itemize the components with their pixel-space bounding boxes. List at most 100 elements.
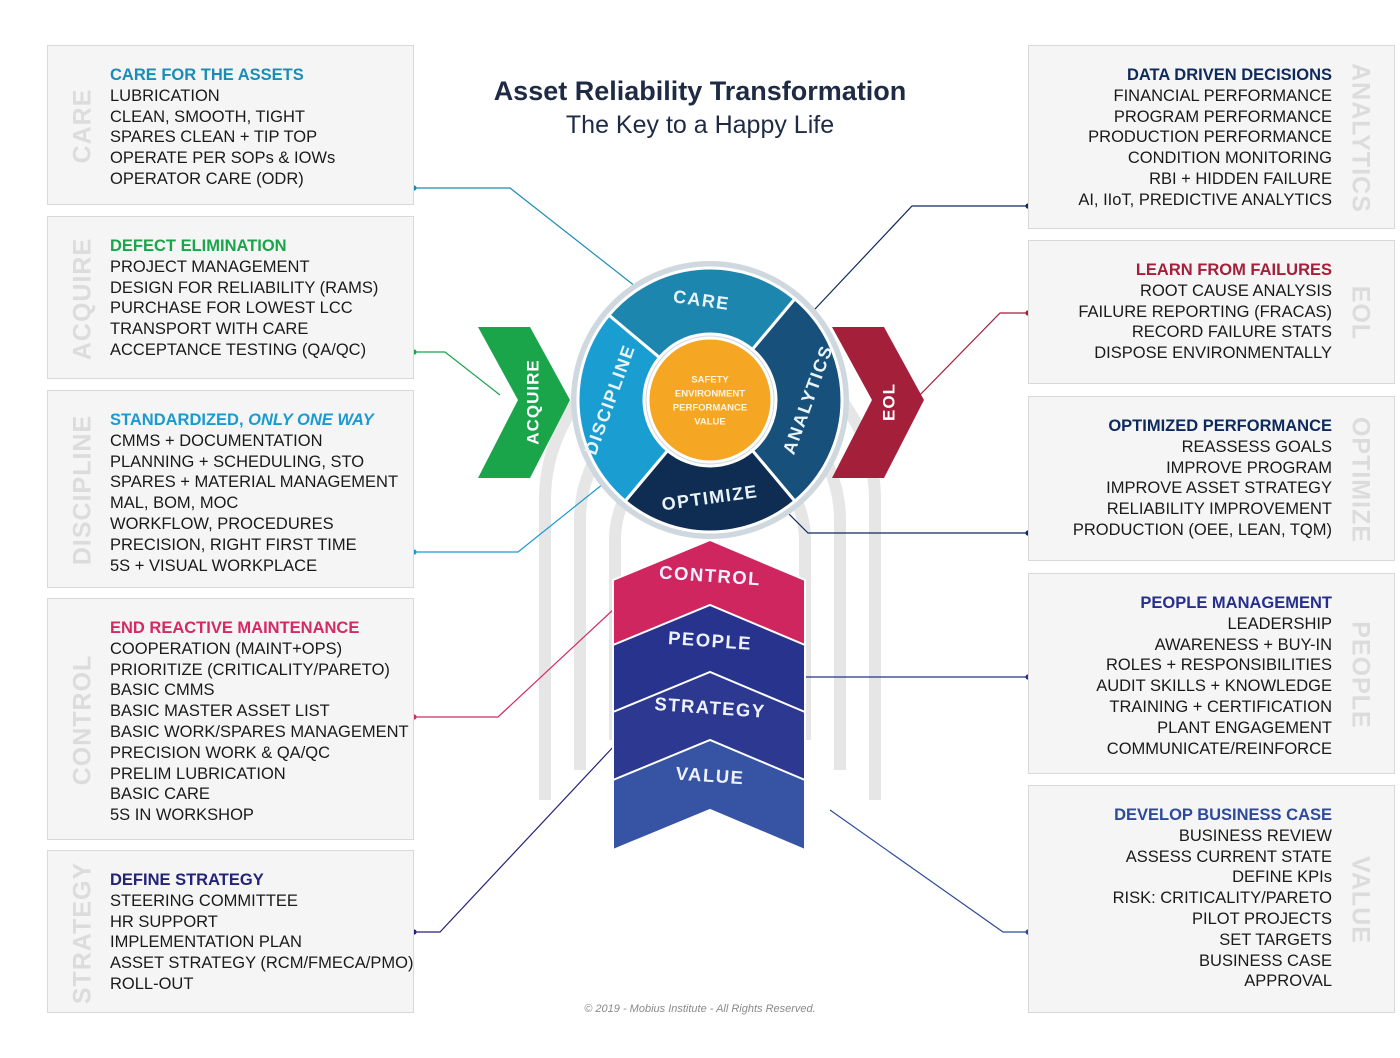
panel-item: STEERING COMMITTEE (110, 891, 298, 910)
panel-item: CONDITION MONITORING (1127, 149, 1332, 168)
panel-item: IMPLEMENTATION PLAN (110, 933, 302, 952)
panel-item: DISPOSE ENVIRONMENTALLY (1094, 344, 1332, 363)
panel-item: OPERATE PER SOPs & IOWs (110, 149, 336, 168)
connector-line (414, 187, 641, 291)
acquire-arrow (478, 327, 570, 478)
panel-heading-text: PEOPLE MANAGEMENT (1140, 594, 1332, 612)
panel-item: CLEAN, SMOOTH, TIGHT (110, 107, 305, 126)
panel-item: AUDIT SKILLS + KNOWLEDGE (1096, 677, 1332, 696)
chevron-value (612, 738, 806, 852)
panel-item: FINANCIAL PERFORMANCE (1113, 86, 1333, 105)
panel-item: COMMUNICATE/REINFORCE (1106, 739, 1332, 758)
connector-line (914, 312, 1028, 401)
panel-heading: CARE FOR THE ASSETS (110, 65, 335, 86)
page-subtitle: The Key to a Happy Life (565, 111, 835, 139)
panel-heading: PEOPLE MANAGEMENT (1096, 593, 1332, 614)
panel-item: SPARES + MATERIAL MANAGEMENT (110, 473, 399, 492)
copyright-notice: © 2019 - Mobius Institute - All Rights R… (584, 1003, 816, 1015)
panel-item: IMPROVE ASSET STRATEGY (1106, 479, 1332, 498)
panel-heading-text: DATA DRIVEN DECISIONS (1126, 66, 1332, 84)
panel-heading-text: DEVELOP BUSINESS CASE (1114, 806, 1332, 824)
panel-item: CMMS + DOCUMENTATION (110, 431, 323, 450)
ring-segment-analytics (750, 296, 844, 504)
center-label: PERFORMANCE (673, 403, 747, 414)
panel-item: BASIC CARE (110, 785, 210, 804)
panel-item: RISK: CRITICALITY/PARETO (1112, 889, 1332, 908)
panel-item: ACCEPTANCE TESTING (QA/QC) (110, 340, 367, 359)
panel-item: OPERATOR CARE (ODR) (110, 169, 304, 188)
connector-line (414, 744, 616, 933)
panel-heading-text: CARE FOR THE ASSETS (110, 66, 304, 84)
panel-side-label: ACQUIRE (68, 237, 97, 360)
connector-line (779, 504, 1028, 534)
panel-item: PROGRAM PERFORMANCE (1113, 107, 1332, 126)
connector-line (414, 607, 616, 718)
panel-item: PURCHASE FOR LOWEST LCC (110, 299, 353, 318)
panel-item: AWARENESS + BUY-IN (1154, 635, 1332, 654)
panel-item: REASSESS GOALS (1181, 437, 1332, 456)
panel-item: TRANSPORT WITH CARE (110, 320, 309, 339)
panel-heading: DEFECT ELIMINATION (110, 236, 378, 257)
panel-item: RBI + HIDDEN FAILURE (1149, 169, 1332, 188)
ring-segment-care (606, 266, 797, 360)
panel-heading: OPTIMIZED PERFORMANCE (1073, 416, 1332, 437)
panel-item: RECORD FAILURE STATS (1131, 323, 1332, 342)
panel-item: PLANNING + SCHEDULING, STO (110, 452, 365, 471)
panel-item: AI, IIoT, PREDICTIVE ANALYTICS (1078, 190, 1332, 209)
panel-item: BASIC MASTER ASSET LIST (110, 702, 330, 721)
panel-item: PRECISION WORK & QA/QC (110, 743, 331, 762)
panel-side-label: OPTIMIZE (1346, 416, 1375, 543)
panel-item: MAL, BOM, MOC (110, 494, 239, 513)
connector-line (829, 809, 1028, 933)
panel-heading: LEARN FROM FAILURES (1078, 260, 1332, 281)
panel-item: FAILURE REPORTING (FRACAS) (1078, 302, 1332, 321)
panel-side-label: STRATEGY (68, 861, 97, 1004)
panel-item: LUBRICATION (110, 86, 220, 105)
connector-line (414, 479, 609, 553)
panel-heading-text: STANDARDIZED, (110, 411, 244, 429)
panel-side-label: CARE (68, 88, 97, 164)
panel-item: SET TARGETS (1219, 930, 1332, 949)
panel-item: WORKFLOW, PROCEDURES (110, 514, 334, 533)
panel-item: TRAINING + CERTIFICATION (1109, 697, 1332, 716)
panel-heading: DEVELOP BUSINESS CASE (1113, 805, 1332, 826)
panel-item: BASIC WORK/SPARES MANAGEMENT (110, 722, 409, 741)
panel-item: ASSET STRATEGY (RCM/FMECA/PMO) (110, 954, 414, 973)
panel-side-label: CONTROL (68, 654, 97, 786)
panel-side-label: VALUE (1346, 856, 1375, 944)
eol-arrow-label: EOL (879, 383, 898, 421)
panel-item: HR SUPPORT (110, 912, 218, 931)
panel-item: 5S IN WORKSHOP (110, 806, 254, 825)
panel-item: PRIORITIZE (CRITICALITY/PARETO) (110, 660, 390, 679)
panel-heading-text: END REACTIVE MAINTENANCE (110, 619, 360, 637)
eol-arrow (832, 327, 924, 478)
connector-line (414, 351, 501, 396)
panel-item: DESIGN FOR RELIABILITY (RAMS) (110, 278, 379, 297)
center-circle (646, 336, 774, 464)
center-label: ENVIRONMENT (675, 389, 745, 400)
panel-heading: STANDARDIZED, ONLY ONE WAY (110, 410, 398, 431)
panel-side-label: EOL (1346, 285, 1375, 341)
panel-item: PROJECT MANAGEMENT (110, 257, 310, 276)
panel-item: 5S + VISUAL WORKPLACE (110, 556, 318, 575)
panel-side-label: DISCIPLINE (68, 414, 97, 566)
panel-strategy: STRATEGY DEFINE STRATEGY STEERING COMMITTE… (47, 850, 414, 1013)
panel-care: CARE CARE FOR THE ASSETS LUBRICATION CLEAN,… (47, 45, 414, 205)
connector-line (799, 205, 1028, 326)
ring-segment-optimize (623, 448, 797, 534)
panel-heading-text: DEFINE STRATEGY (110, 871, 264, 889)
page-title: Asset Reliability Transformation (493, 76, 907, 106)
panel-item: BASIC CMMS (110, 681, 215, 700)
center-label: SAFETY (691, 375, 729, 386)
chevron-label: VALUE (675, 763, 745, 789)
panel-item: PRECISION, RIGHT FIRST TIME (110, 535, 357, 554)
panel-heading-italic: ONLY ONE WAY (248, 411, 374, 429)
panel-item: IMPROVE PROGRAM (1166, 458, 1332, 477)
